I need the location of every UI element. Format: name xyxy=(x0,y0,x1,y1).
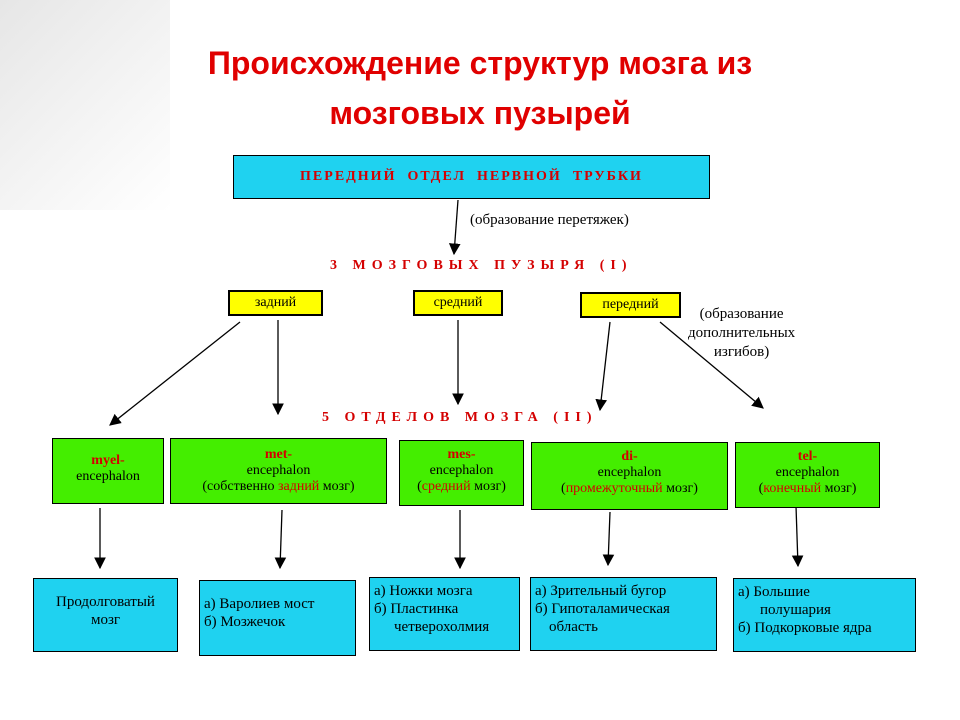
section-note: (средний мозг) xyxy=(417,479,506,494)
vesicle-posterior: задний xyxy=(228,290,323,316)
section-telencephalon: tel- encephalon (конечный мозг) xyxy=(735,442,880,508)
three-vesicles-heading: 3 МОЗГОВЫХ ПУЗЫРЯ (I) xyxy=(330,258,633,273)
arrow-anterior-to-tel xyxy=(659,321,764,409)
neural-tube-anterior-label: ПЕРЕДНИЙ ОТДЕЛ НЕРВНОЙ ТРУБКИ xyxy=(300,169,643,184)
arrow-top-to-vesicles xyxy=(448,199,461,256)
arrow-met-to-result xyxy=(274,509,287,570)
section-metencephalon: met- encephalon (собственно задний мозг) xyxy=(170,438,387,504)
section-name: encephalon xyxy=(597,465,662,480)
section-prefix: di- xyxy=(621,449,638,464)
vesicle-anterior-label: передний xyxy=(602,297,659,312)
result-line: б) Мозжечок xyxy=(204,614,286,630)
result-metencephalon: а) Варолиев мост б) Мозжечок xyxy=(199,580,356,656)
section-note: (собственно задний мозг) xyxy=(202,479,355,494)
vesicle-anterior: передний xyxy=(580,292,681,318)
result-line: а) Ножки мозга xyxy=(374,583,473,599)
five-sections-heading: 5 ОТДЕЛОВ МОЗГА (II) xyxy=(322,410,598,425)
bend-note-line-1: (образование xyxy=(699,306,784,322)
result-mesencephalon: а) Ножки мозга б) Пластинка четверохолми… xyxy=(369,577,520,651)
arrow-tel-to-result xyxy=(791,505,804,568)
result-line: Продолговатый xyxy=(56,594,155,610)
result-line: а) Большие xyxy=(738,584,810,600)
neural-tube-anterior-box: ПЕРЕДНИЙ ОТДЕЛ НЕРВНОЙ ТРУБКИ xyxy=(233,155,710,199)
result-diencephalon: а) Зрительный бугор б) Гипоталамическая … xyxy=(530,577,717,651)
bend-note: (образование дополнительных изгибов) xyxy=(688,305,795,362)
result-line: а) Зрительный бугор xyxy=(535,583,667,599)
arrow-posterior-to-myel xyxy=(109,321,241,426)
vesicle-posterior-label: задний xyxy=(254,295,297,310)
title-line-2: мозговых пузырей xyxy=(329,95,631,131)
section-name: encephalon xyxy=(76,469,140,484)
section-name: encephalon xyxy=(246,463,311,478)
constriction-note: (образование перетяжек) xyxy=(470,212,629,228)
section-prefix: tel- xyxy=(797,449,818,464)
section-prefix: mes- xyxy=(447,447,476,462)
result-line: четверохолмия xyxy=(394,619,490,635)
result-line: область xyxy=(549,619,598,635)
bend-note-line-2: дополнительных xyxy=(688,325,796,341)
result-line: б) Подкорковые ядра xyxy=(738,620,872,636)
section-prefix: myel- xyxy=(91,453,125,468)
result-myelencephalon: Продолговатый мозг xyxy=(33,578,178,652)
arrow-anterior-to-di xyxy=(595,321,611,412)
bend-note-line-3: изгибов) xyxy=(713,344,770,360)
corner-decoration xyxy=(0,0,170,210)
vesicle-middle: средний xyxy=(413,290,503,316)
arrow-di-to-result xyxy=(602,511,615,567)
vesicle-middle-label: средний xyxy=(433,295,483,310)
section-myelencephalon: myel- encephalon xyxy=(52,438,164,504)
result-line: б) Пластинка xyxy=(374,601,459,617)
result-telencephalon: а) Большие полушария б) Подкорковые ядра xyxy=(733,578,916,652)
page-title: Происхождение структур мозга из мозговых… xyxy=(80,38,880,138)
result-line: полушария xyxy=(760,602,831,618)
section-diencephalon: di- encephalon (промежуточный мозг) xyxy=(531,442,728,510)
section-prefix: met- xyxy=(264,447,293,462)
title-line-1: Происхождение структур мозга из xyxy=(207,45,753,81)
section-mesencephalon: mes- encephalon (средний мозг) xyxy=(399,440,524,506)
section-name: encephalon xyxy=(429,463,494,478)
result-line: б) Гипоталамическая xyxy=(535,601,670,617)
section-name: encephalon xyxy=(775,465,840,480)
result-line: мозг xyxy=(90,612,121,628)
section-note: (промежуточный мозг) xyxy=(561,481,698,496)
result-line: а) Варолиев мост xyxy=(204,596,315,612)
section-note: (конечный мозг) xyxy=(758,481,857,496)
